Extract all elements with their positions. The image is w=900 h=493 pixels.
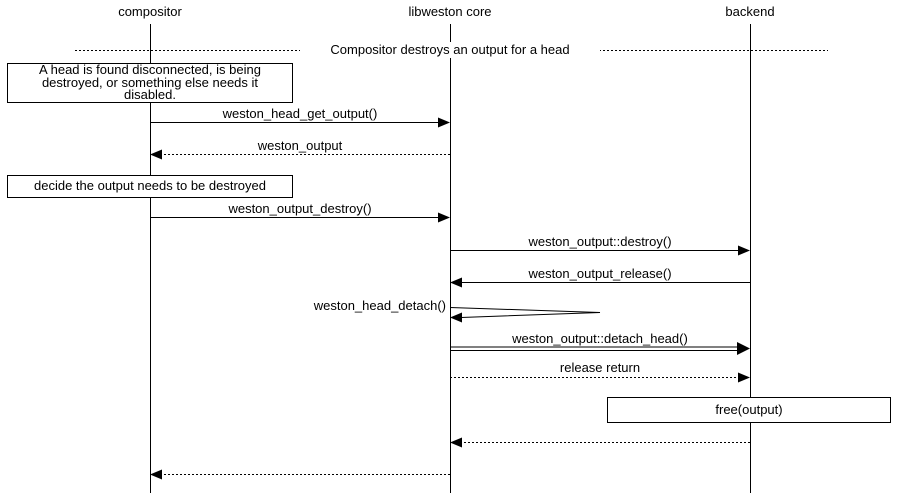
message-label-weston-head-detach: weston_head_detach() [313,298,446,313]
arrow-weston-output-destroy-vfunc [450,245,750,256]
arrow-weston-output-destroy [150,212,450,223]
arrow-destroy-return [150,469,450,480]
note-free-output: free(output) [607,397,891,423]
arrowhead-left [450,312,462,323]
participant-label-backend: backend [725,4,775,19]
arrow-release-return [450,372,750,383]
note-decide-destroy: decide the output needs to be destroyed [7,175,293,198]
arrowhead-left [450,437,462,448]
arrowhead-right [738,245,750,256]
note-head-disconnected: A head is found disconnected, is being d… [7,63,293,103]
arrow-weston-output-detach-head [450,342,750,355]
arrowhead-left [150,149,162,160]
arrowhead-right [438,117,450,128]
message-label-weston-output-release: weston_output_release() [528,266,672,281]
arrowhead-right [737,342,750,355]
arrow-free-return [450,437,750,448]
arrowhead-left [150,469,162,480]
arrowhead-right [738,372,750,383]
title-label: Compositor destroys an output for a head [300,42,600,58]
message-label-weston-output-detach-head: weston_output::detach_head() [512,331,688,346]
arrowhead-right [438,212,450,223]
participant-label-libweston-core: libweston core [408,4,492,19]
arrowhead-left [450,277,462,288]
arrow-weston-head-get-output [150,117,450,128]
arrow-weston-head-detach-self [449,307,601,323]
message-label-release-return: release return [559,360,641,375]
arrow-weston-output-return [150,149,450,160]
participant-label-compositor: compositor [118,4,182,19]
arrow-weston-output-release [450,277,750,288]
message-label-weston-output-destroy: weston_output_destroy() [228,201,372,216]
message-label-weston-output-destroy-vfunc: weston_output::destroy() [528,234,672,249]
message-label-weston-output: weston_output [257,138,343,153]
message-label-weston-head-get-output: weston_head_get_output() [222,106,378,121]
